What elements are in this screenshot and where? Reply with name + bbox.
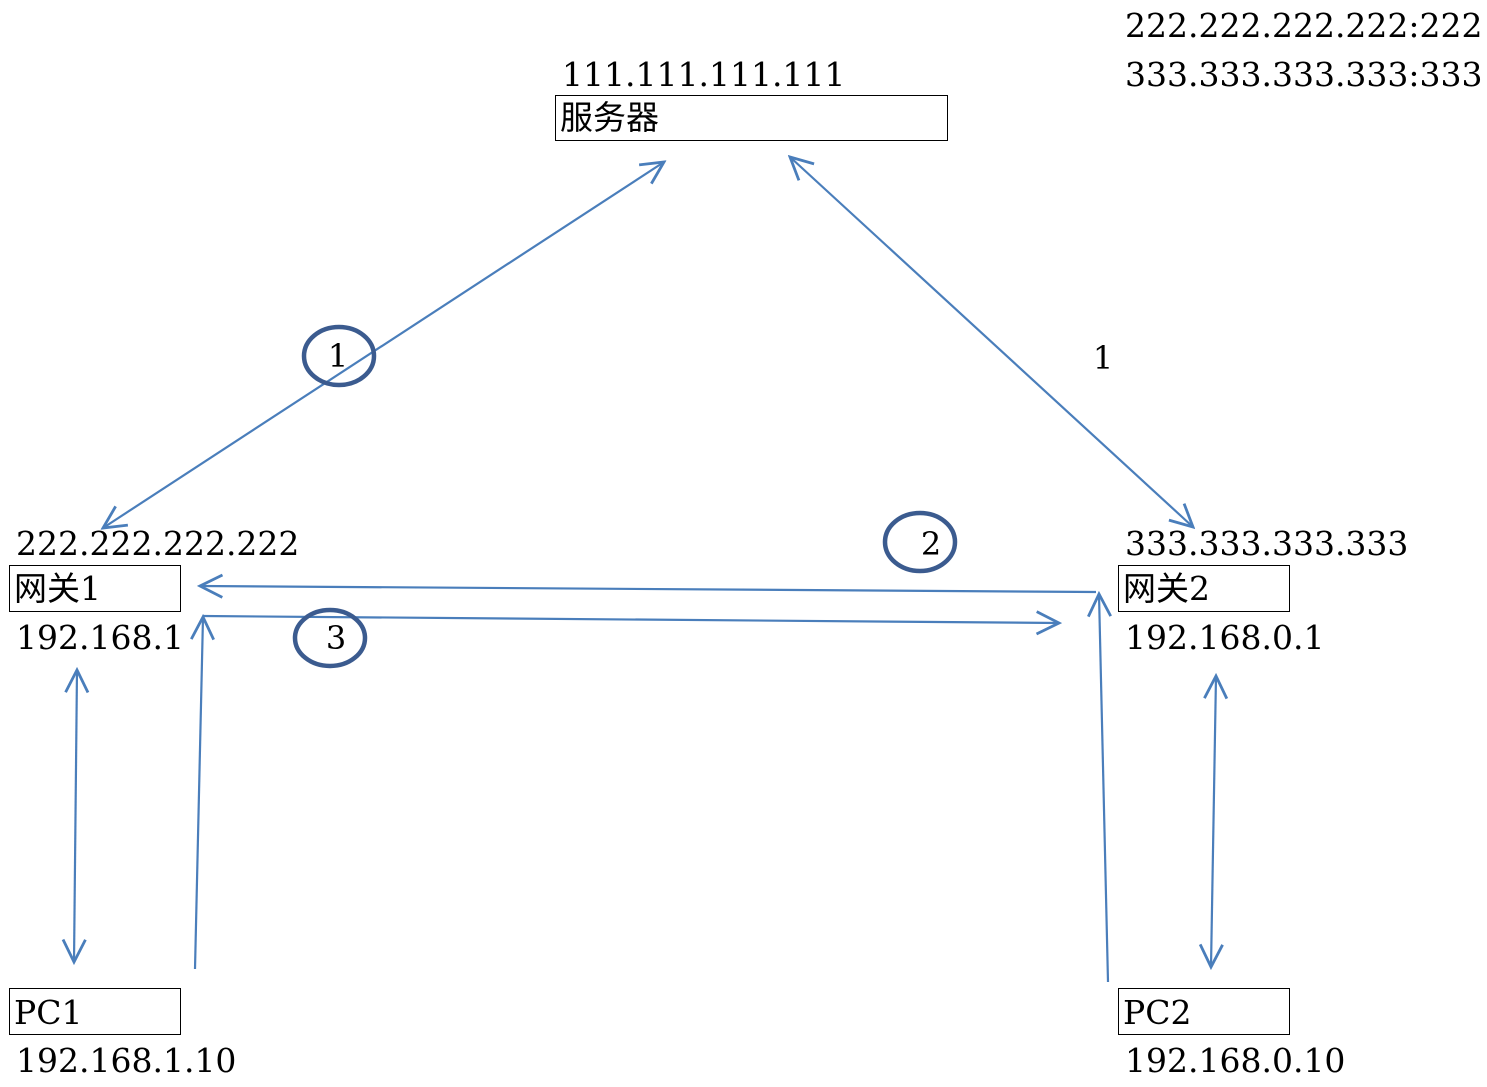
step3-label: 3 [325, 619, 347, 657]
server-box: 服务器 [555, 95, 948, 141]
pc1-box: PC1 [9, 988, 181, 1035]
nat-mapping-2: 333.333.333.333:333 [1125, 55, 1483, 94]
nat-mapping-1: 222.222.222.222:222 [1125, 6, 1483, 45]
gateway2-box: 网关2 [1118, 565, 1290, 612]
arrow-gateway2-to-gateway1 [200, 586, 1097, 592]
server-label: 服务器 [560, 98, 659, 137]
step1-circle [301, 324, 377, 388]
pc2-ip: 192.168.0.10 [1125, 1041, 1346, 1080]
gateway1-label: 网关1 [14, 569, 101, 608]
step3-circle [292, 607, 368, 669]
server-ip: 111.111.111.111 [562, 55, 846, 94]
arrow-pc1-to-gateway1 [195, 617, 203, 970]
gateway2-label: 网关2 [1123, 569, 1210, 608]
step2-label: 2 [920, 525, 942, 563]
gateway1-lan-ip: 192.168.1 [16, 618, 184, 657]
gateway1-public-ip: 222.222.222.222 [16, 524, 300, 563]
arrow-gateway1-pc1 [74, 670, 77, 962]
step1-plain-label: 1 [1092, 339, 1114, 377]
pc2-label: PC2 [1123, 993, 1192, 1032]
pc2-box: PC2 [1118, 988, 1290, 1035]
pc1-label: PC1 [14, 993, 83, 1032]
arrow-server-gateway2 [790, 157, 1193, 527]
step2-circle [882, 510, 958, 574]
arrow-gateway1-to-gateway2 [202, 616, 1059, 623]
arrow-pc2-to-gateway2 [1099, 594, 1108, 983]
arrow-gateway2-pc2 [1211, 676, 1216, 967]
step1-circled-label: 1 [327, 337, 349, 375]
gateway1-box: 网关1 [9, 565, 181, 612]
gateway2-public-ip: 333.333.333.333 [1125, 524, 1409, 563]
pc1-ip: 192.168.1.10 [16, 1041, 237, 1080]
gateway2-lan-ip: 192.168.0.1 [1125, 618, 1325, 657]
arrow-gateway1-server [103, 162, 664, 528]
